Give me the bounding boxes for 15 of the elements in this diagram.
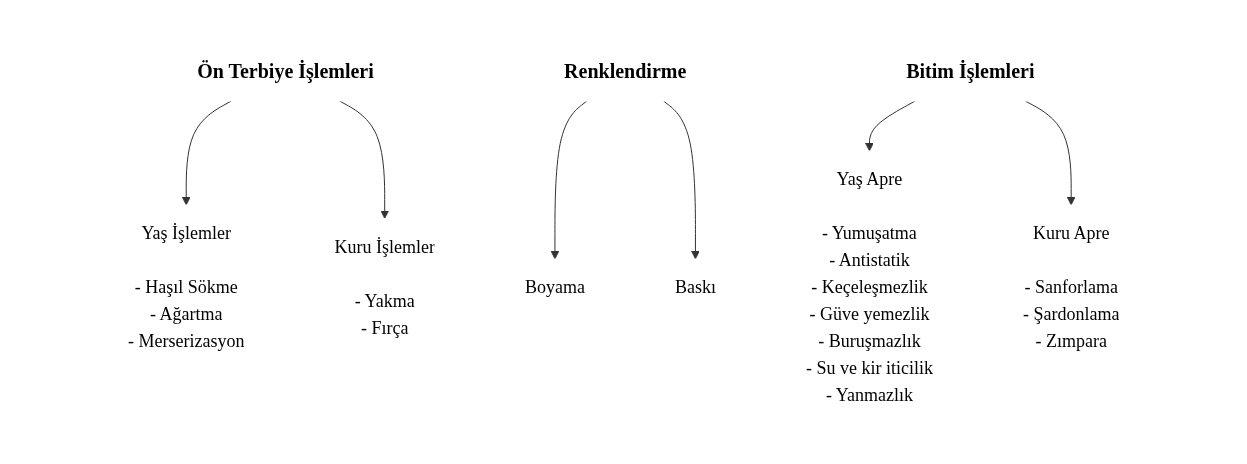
node-text: Ön Terbiye İşlemleri — [196, 59, 374, 82]
node-text: Yaş Apre - Yumuşatma - Antistatik - Keçeleşmezlik - Güve yemezlik - Buruşmazlık - Su ve kir iticilik - Yanmazlık — [805, 168, 933, 405]
node-text: Bitim İşlemleri — [905, 59, 1035, 82]
arrow — [181, 100, 232, 205]
node-text: Kuru İşlemler - Yakma - Fırça — [334, 236, 435, 337]
node-text: Baskı — [674, 276, 716, 297]
node-text: Kuru Apre - Sanforlama - Şardonlama - Zımpara — [1022, 222, 1120, 351]
arrow — [338, 100, 389, 219]
arrow — [1024, 100, 1076, 205]
node-text: Yaş İşlemler - Haşıl Sökme - Ağartma - Merserizasyon — [127, 222, 245, 351]
arrow — [550, 100, 588, 259]
arrow — [662, 100, 700, 259]
node-text: Renklendirme — [563, 59, 687, 82]
arrow — [864, 100, 916, 151]
node-text: Boyama — [524, 276, 585, 297]
